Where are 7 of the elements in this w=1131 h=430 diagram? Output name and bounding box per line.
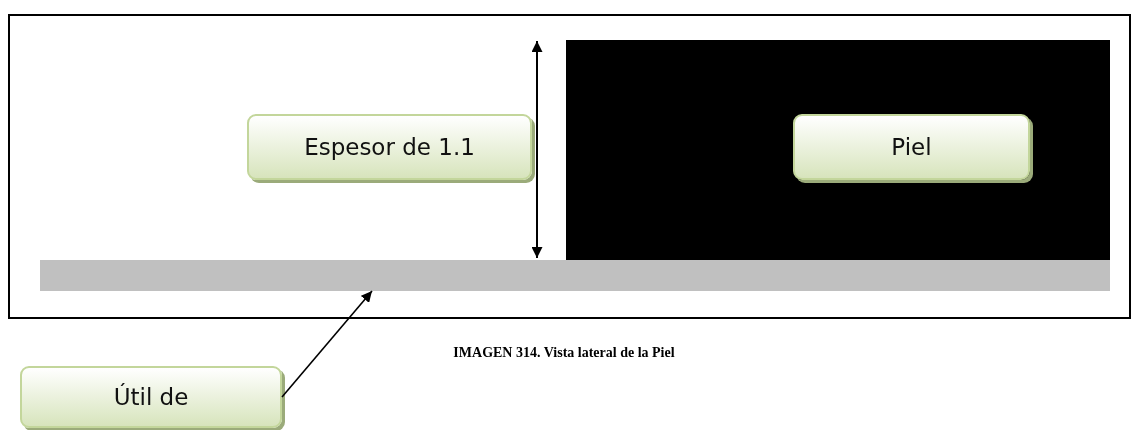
label-box: Espesor de 1.1 — [247, 114, 532, 180]
leader-arrow — [281, 290, 373, 398]
figure-caption: IMAGEN 314. Vista lateral de la Piel — [452, 345, 676, 361]
label-box: Piel — [793, 114, 1030, 180]
tool-bar — [40, 260, 1110, 291]
label-box: Útil de — [20, 366, 282, 428]
skin-block — [566, 40, 1110, 260]
